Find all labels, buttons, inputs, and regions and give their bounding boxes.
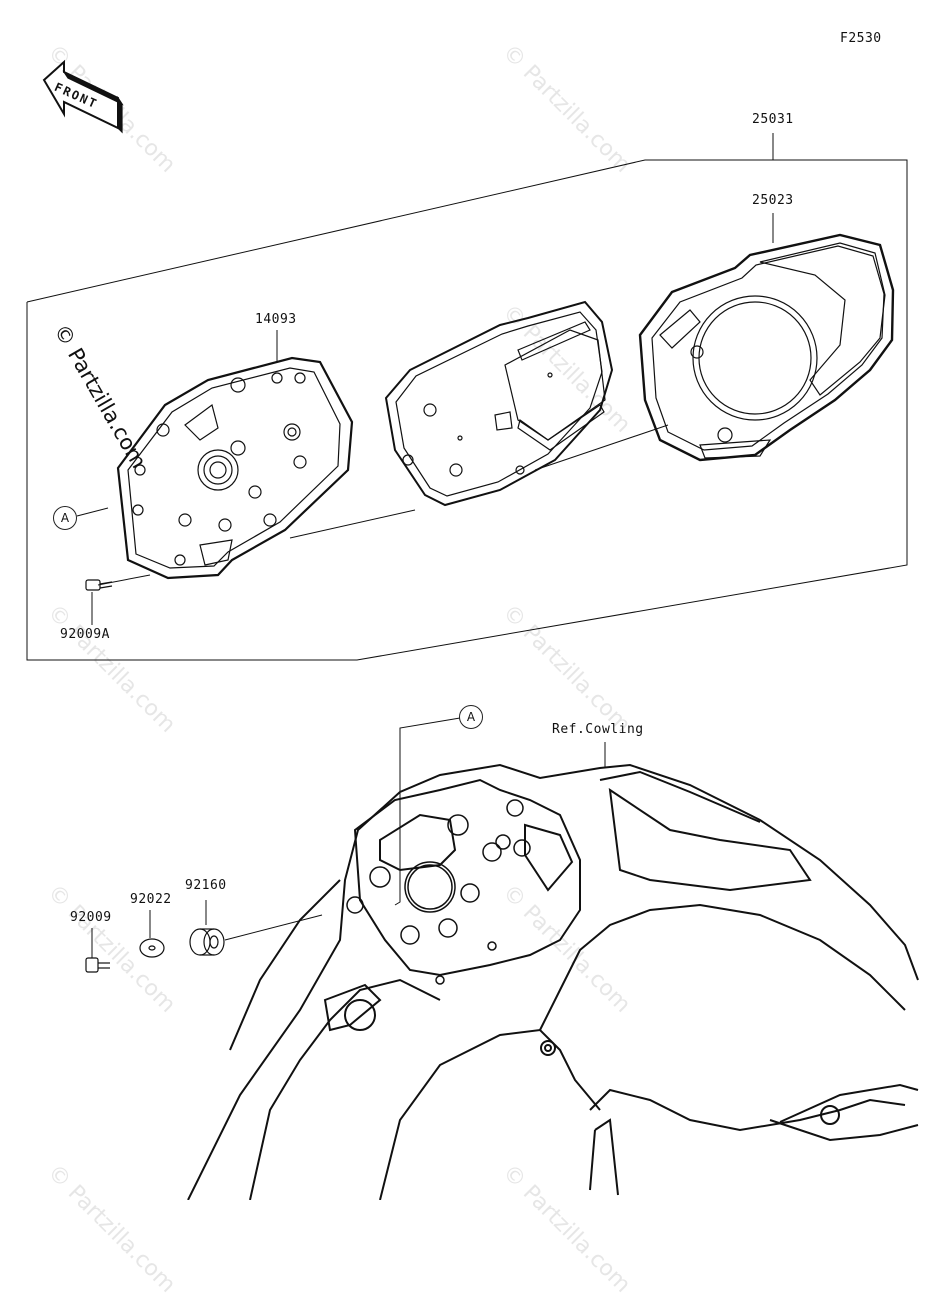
part-label-92009a: 92009A <box>60 627 110 642</box>
screw-92009a-icon <box>85 579 113 591</box>
parts-diagram <box>26 59 919 1200</box>
part-label-25031: 25031 <box>752 112 794 127</box>
housing-14093 <box>116 356 354 580</box>
assembly-frame <box>26 159 908 661</box>
figure-code: F2530 <box>840 31 882 46</box>
screw-92009-icon <box>85 957 110 973</box>
part-label-25023: 25023 <box>752 193 794 208</box>
ref-cowling-label: Ref.Cowling <box>552 722 644 737</box>
cowling <box>187 763 919 1200</box>
washer-92022-icon <box>139 938 165 958</box>
callout-a-lower: A <box>459 705 483 729</box>
callout-a-upper: A <box>53 506 77 530</box>
front-arrow-icon <box>42 59 124 134</box>
part-label-92009: 92009 <box>70 910 112 925</box>
grommet-92160-icon <box>189 928 225 956</box>
part-label-92022: 92022 <box>130 892 172 907</box>
cowling-holes <box>346 799 531 985</box>
meter-board <box>384 300 614 507</box>
part-label-14093: 14093 <box>255 312 297 327</box>
part-label-92160: 92160 <box>185 878 227 893</box>
lens-cover-25023 <box>638 233 895 462</box>
